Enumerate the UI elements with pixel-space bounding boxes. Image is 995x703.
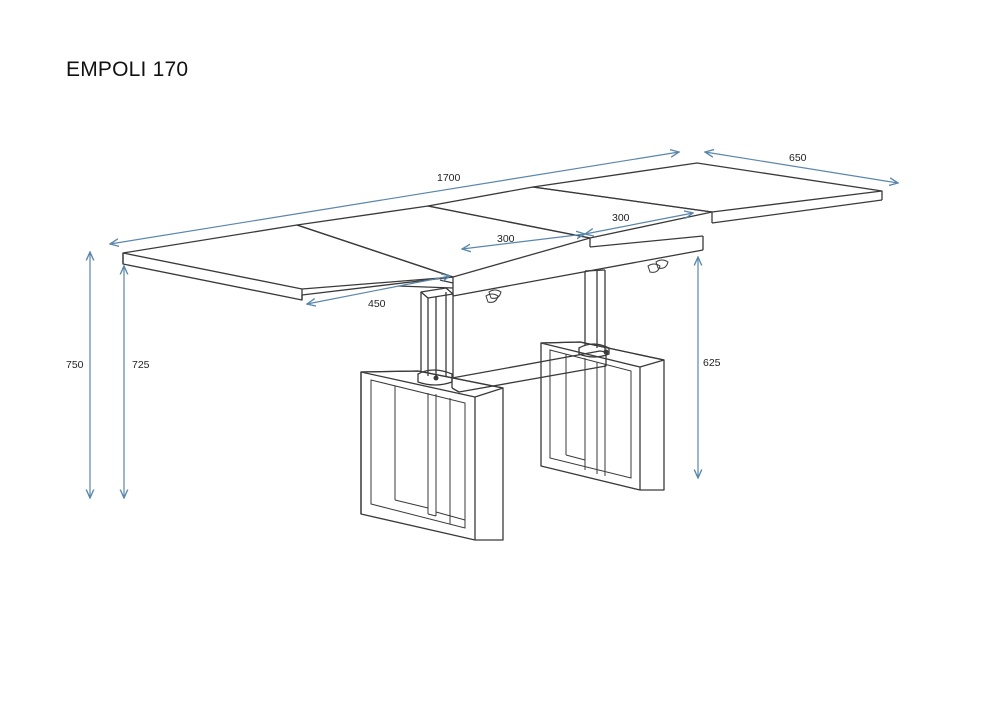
rear-leg-frame xyxy=(540,341,665,491)
base-rail xyxy=(451,350,607,393)
dimension-lines xyxy=(90,152,898,498)
dim-label-300-left: 300 xyxy=(497,233,515,245)
front-leg-frame xyxy=(360,370,504,541)
rear-column xyxy=(578,269,610,358)
center-panel-right xyxy=(427,186,713,239)
drawing-title: EMPOLI 170 xyxy=(66,58,189,81)
right-leaf xyxy=(532,162,883,213)
dim-label-300-right: 300 xyxy=(612,212,630,224)
front-column xyxy=(417,287,454,386)
center-panel-left xyxy=(296,205,591,278)
dim-label-625: 625 xyxy=(703,357,721,369)
dim-label-725: 725 xyxy=(132,359,150,371)
dim-label-1700: 1700 xyxy=(437,172,461,184)
dim-label-750: 750 xyxy=(66,359,84,371)
dim-label-650: 650 xyxy=(789,152,807,164)
dim-label-450: 450 xyxy=(368,298,386,310)
